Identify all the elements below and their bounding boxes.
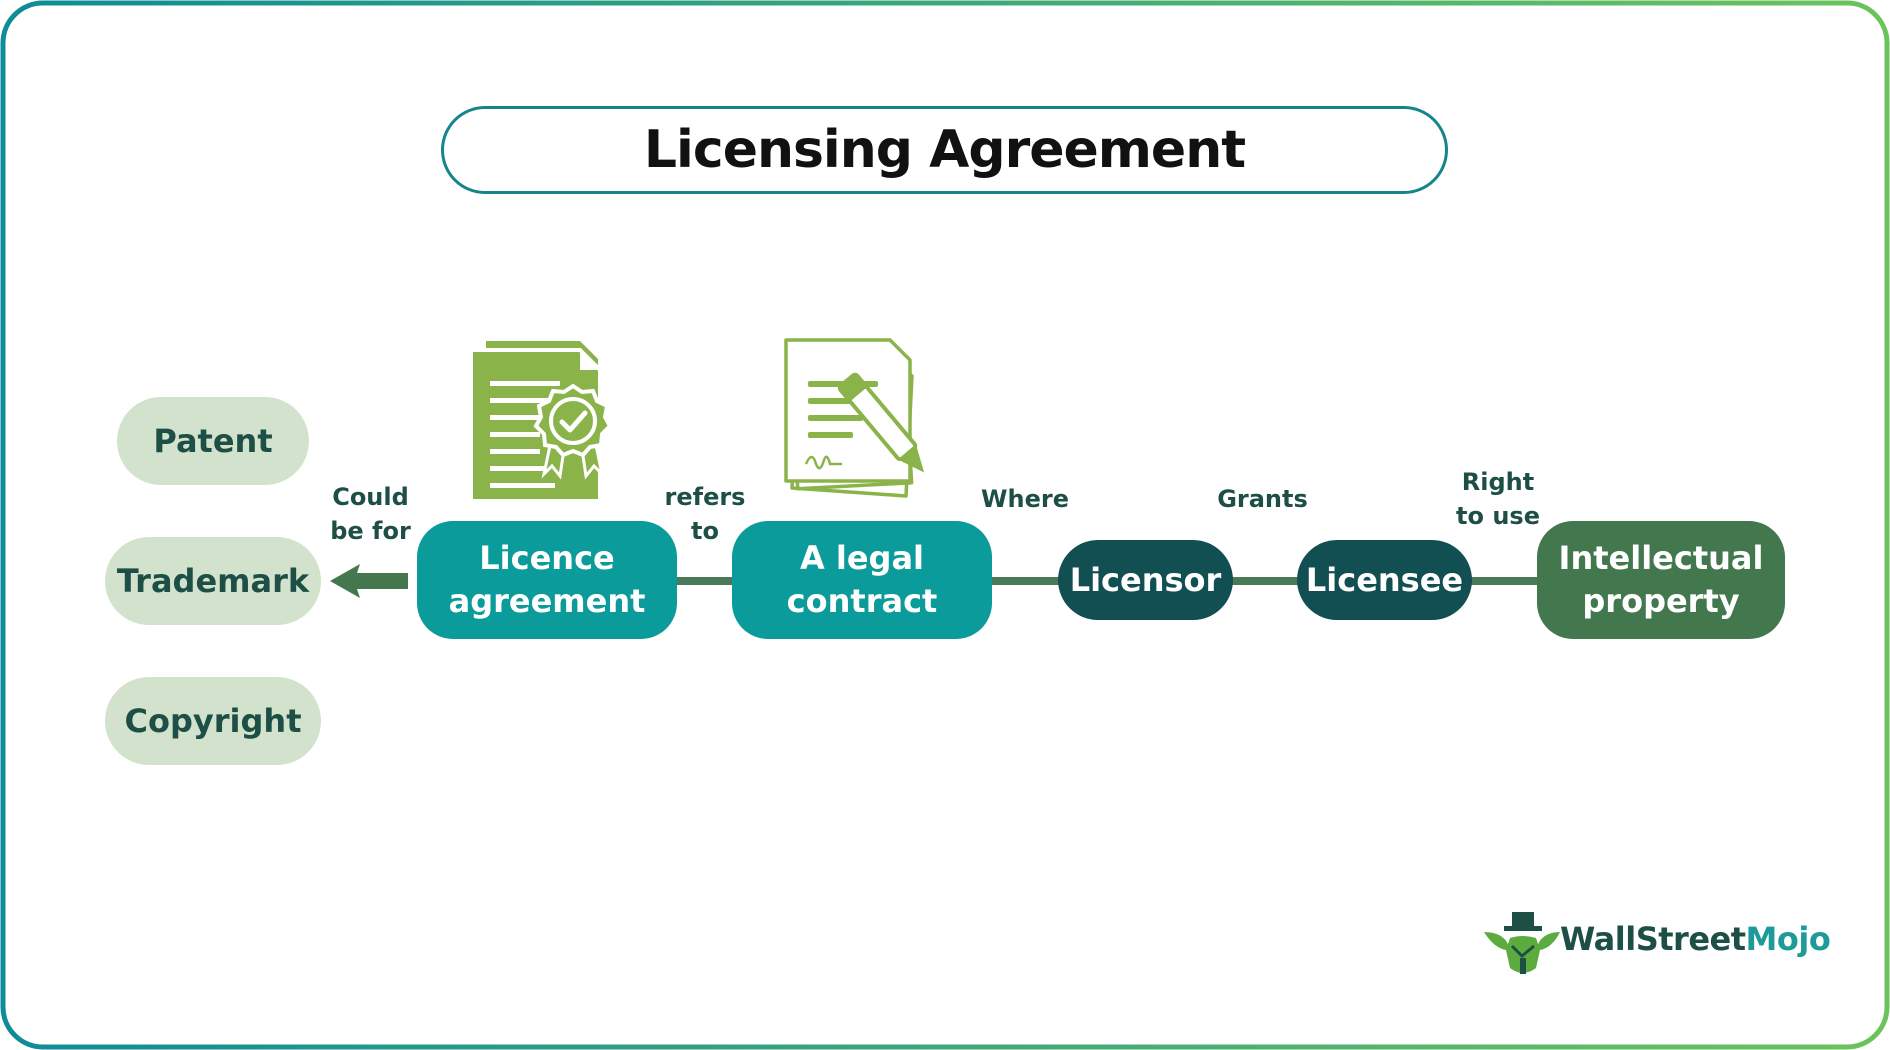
type-copyright-label: Copyright — [124, 702, 302, 740]
node-licensee: Licensee — [1297, 540, 1472, 620]
node-intellectual-property: Intellectual property — [1537, 521, 1785, 639]
node-licence-agreement-line2: agreement — [448, 582, 646, 620]
logo-text-part1: WallStreet — [1560, 920, 1746, 958]
type-trademark: Trademark — [105, 537, 321, 625]
node-intellectual-property-line2: property — [1582, 582, 1740, 620]
connector-line-4 — [1470, 577, 1540, 585]
label-refers-to: refers to — [655, 480, 755, 548]
label-could-be-for-line1: Could — [332, 483, 409, 511]
node-licensor: Licensor — [1058, 540, 1233, 620]
label-refers-to-line1: refers — [664, 483, 746, 511]
logo-text-part2: Mojo — [1745, 920, 1831, 958]
type-patent: Patent — [117, 397, 309, 485]
contract-signing-icon — [784, 338, 925, 498]
node-legal-contract-line2: contract — [786, 582, 938, 620]
label-grants: Grants — [1200, 482, 1325, 516]
node-legal-contract: A legal contract — [732, 521, 992, 639]
logo-text: WallStreetMojo — [1560, 920, 1831, 958]
connector-line-1 — [675, 577, 735, 585]
node-licence-agreement: Licence agreement — [417, 521, 677, 639]
title-box: Licensing Agreement — [441, 106, 1448, 194]
label-could-be-for-line2: be for — [330, 517, 411, 545]
node-intellectual-property-line1: Intellectual — [1558, 539, 1764, 577]
connector-line-3 — [1230, 577, 1300, 585]
label-where: Where — [965, 482, 1085, 516]
node-licensee-label: Licensee — [1305, 561, 1464, 599]
type-copyright: Copyright — [105, 677, 321, 765]
type-trademark-label: Trademark — [116, 562, 310, 600]
label-refers-to-line2: to — [691, 517, 719, 545]
label-where-text: Where — [981, 485, 1069, 513]
label-could-be-for: Could be for — [318, 480, 423, 548]
certificate-icon — [469, 341, 613, 501]
label-right-to-use: Right to use — [1443, 465, 1553, 533]
type-patent-label: Patent — [153, 422, 273, 460]
label-right-to-use-line1: Right — [1461, 468, 1535, 496]
left-arrow-icon — [330, 564, 408, 598]
connector-line-2 — [990, 577, 1060, 585]
node-licensor-label: Licensor — [1069, 561, 1222, 599]
node-legal-contract-line1: A legal — [799, 539, 925, 577]
node-licence-agreement-line1: Licence — [479, 539, 615, 577]
page-title: Licensing Agreement — [643, 120, 1246, 180]
label-grants-text: Grants — [1217, 485, 1308, 513]
label-right-to-use-line2: to use — [1456, 502, 1540, 530]
wallstreetmojo-logo-icon — [1484, 912, 1560, 974]
